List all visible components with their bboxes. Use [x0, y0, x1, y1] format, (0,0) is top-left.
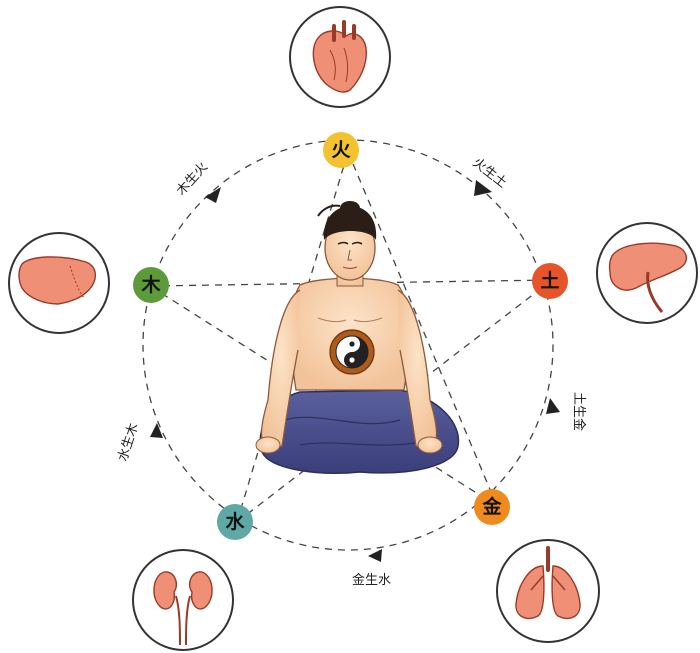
arrow-water-wood	[150, 423, 163, 438]
node-metal-label: 金	[481, 495, 502, 518]
node-fire: 火	[323, 132, 359, 168]
kidneys-icon	[133, 550, 233, 650]
node-metal: 金	[474, 489, 510, 525]
node-wood-label: 木	[140, 273, 161, 296]
meditating-figure	[256, 201, 458, 473]
node-fire-label: 火	[331, 139, 351, 161]
node-earth-label: 土	[540, 270, 559, 292]
node-earth: 土	[532, 263, 568, 299]
label-water-wood: 水生木	[116, 421, 142, 463]
heart-icon	[290, 7, 390, 107]
yin-yang-icon	[330, 330, 374, 374]
label-wood-fire: 木生火	[174, 160, 211, 199]
node-water: 水	[217, 504, 253, 540]
node-wood: 木	[133, 267, 169, 303]
label-metal-water: 金生水	[352, 572, 391, 588]
liver-icon	[9, 233, 109, 333]
node-water-label: 水	[225, 511, 245, 533]
arrow-metal-water	[368, 549, 382, 562]
spleen-icon	[597, 223, 697, 323]
arrow-earth-metal	[546, 398, 560, 414]
label-earth-metal: 土生金	[571, 392, 587, 431]
lungs-icon	[497, 540, 599, 642]
